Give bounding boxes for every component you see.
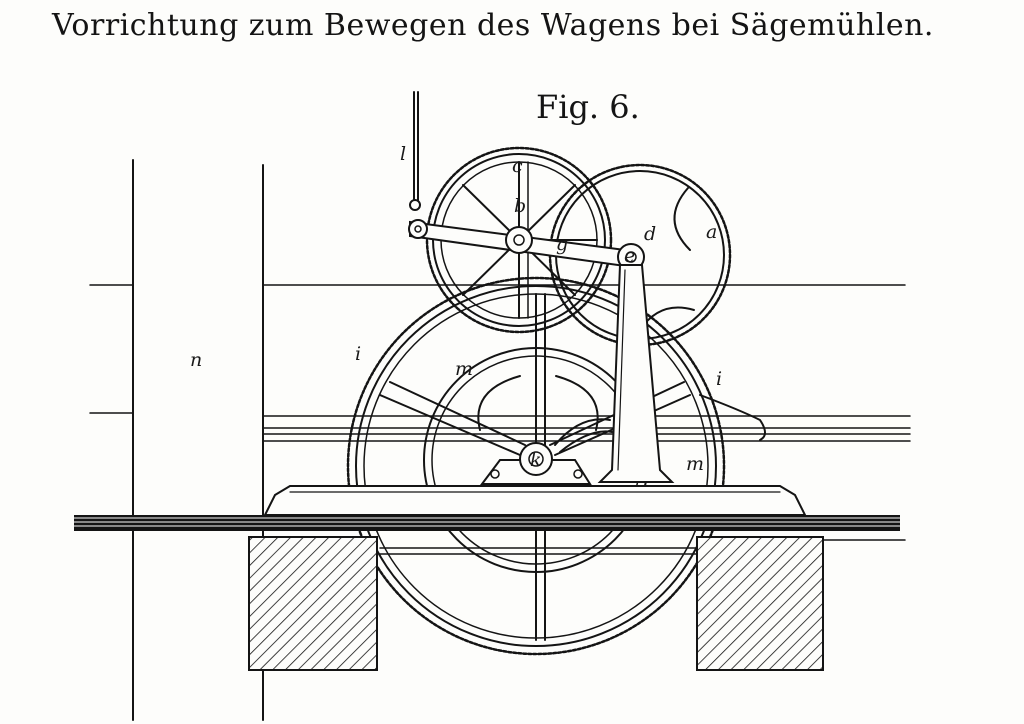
label-l: l (400, 143, 406, 165)
foundation-right (696, 536, 824, 671)
label-i-right: i (716, 368, 722, 390)
label-e: e (624, 245, 635, 267)
label-d: d (644, 223, 656, 245)
base-plate (263, 485, 807, 516)
label-k: k (530, 449, 542, 471)
label-g: g (556, 233, 568, 255)
label-c: c (512, 155, 523, 177)
label-m-left: m (455, 358, 473, 380)
page-title: Vorrichtung zum Bewegen des Wagens bei S… (52, 8, 934, 43)
label-i-left: i (355, 343, 361, 365)
bearing-block-k (480, 418, 613, 485)
frame-post-left (132, 159, 264, 721)
standard-column-e (597, 264, 675, 483)
rope-l (409, 91, 421, 211)
foundation-left (248, 536, 378, 671)
label-m-right: m (686, 453, 704, 475)
figure-label: Fig. 6. (536, 88, 640, 126)
label-a: a (706, 221, 717, 243)
label-b: b (514, 195, 526, 217)
label-n: n (190, 349, 202, 371)
toothed-wheel-a (548, 163, 766, 441)
